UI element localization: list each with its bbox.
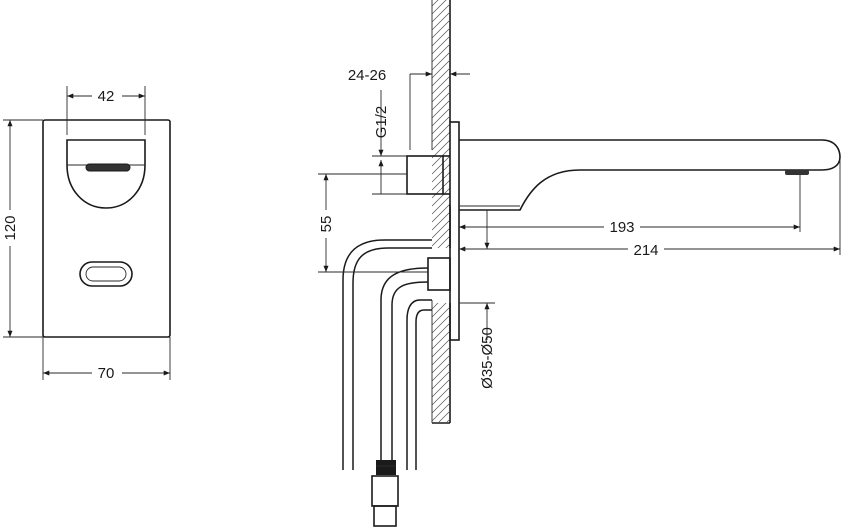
label-42: 42 bbox=[98, 88, 115, 105]
hatch-line bbox=[432, 35, 450, 55]
label-cover-diameter: Ø35-Ø50 bbox=[479, 327, 496, 389]
hatch-line bbox=[432, 147, 450, 167]
label-120: 120 bbox=[2, 215, 19, 240]
dim-spout-reach-outlet: 193 bbox=[459, 175, 801, 236]
hatch-line bbox=[432, 303, 447, 318]
hatch-line bbox=[432, 59, 450, 79]
hatch-line bbox=[432, 51, 450, 71]
hatch-line bbox=[432, 303, 439, 310]
hatch-line bbox=[432, 115, 450, 135]
front-plate bbox=[42, 119, 171, 338]
hatch-line bbox=[432, 330, 450, 350]
hatch-line bbox=[432, 123, 450, 143]
hatch-line bbox=[432, 283, 450, 301]
hatch-line bbox=[432, 306, 450, 326]
dim-front-width: 70 bbox=[42, 337, 171, 382]
dim-wall-thickness: 24-26 bbox=[348, 67, 470, 150]
hatch-line bbox=[432, 171, 450, 191]
spout bbox=[459, 139, 841, 211]
hatch-line bbox=[432, 260, 450, 278]
dim-thread: G1/2 bbox=[372, 90, 407, 195]
hatch-line bbox=[432, 338, 450, 358]
hatch-line bbox=[432, 252, 450, 270]
hatch-line bbox=[432, 195, 450, 215]
dim-front-height: 120 bbox=[2, 119, 43, 338]
hatch-line bbox=[445, 418, 450, 423]
label-214: 214 bbox=[633, 242, 658, 259]
hatch-line bbox=[437, 235, 450, 248]
hatch-line bbox=[432, 43, 450, 63]
hatch-line bbox=[432, 211, 450, 231]
dim-spout-reach-total: 214 bbox=[459, 160, 841, 259]
hatch-line bbox=[432, 3, 450, 23]
hatch-line bbox=[432, 155, 450, 175]
hatch-line bbox=[432, 67, 450, 87]
spout-opening bbox=[66, 139, 146, 209]
conduit-tube bbox=[342, 239, 432, 470]
hatch-line bbox=[432, 83, 450, 103]
hatch-line bbox=[432, 427, 450, 445]
hatch-line bbox=[432, 91, 450, 111]
hatch-line bbox=[432, 107, 450, 127]
dim-cover-diameter: Ø35-Ø50 bbox=[459, 210, 496, 389]
label-70: 70 bbox=[98, 365, 115, 382]
hatch-line bbox=[432, 370, 450, 390]
hatch-line bbox=[432, 11, 450, 31]
hatch-line bbox=[432, 99, 450, 119]
wall-section-upper bbox=[432, 0, 451, 278]
hatch-line bbox=[432, 362, 450, 382]
wall-section-lower bbox=[432, 283, 451, 453]
label-193: 193 bbox=[609, 219, 634, 236]
hatch-line bbox=[432, 346, 450, 366]
box-connector bbox=[427, 257, 451, 291]
hatch-line bbox=[432, 75, 450, 95]
label-55: 55 bbox=[318, 216, 335, 233]
hatch-line bbox=[432, 354, 450, 374]
hatch-line bbox=[432, 139, 450, 159]
hatch-line bbox=[445, 243, 450, 248]
hatch-line bbox=[432, 27, 450, 47]
flex-hose bbox=[380, 267, 429, 460]
hatch-line bbox=[432, 322, 450, 342]
dim-offset-height: 55 bbox=[318, 173, 428, 273]
hatch-line bbox=[432, 386, 450, 406]
dim-front-top-width: 42 bbox=[66, 86, 146, 135]
hatch-line bbox=[432, 187, 450, 207]
hatch-line bbox=[432, 378, 450, 398]
hatch-line bbox=[432, 179, 450, 199]
side-view: 24-26 G1/2 55 193 bbox=[318, 0, 841, 527]
hatch-line bbox=[437, 410, 450, 423]
thread-connector bbox=[406, 155, 444, 195]
front-view: 42 120 70 bbox=[2, 86, 171, 382]
hatch-line bbox=[432, 0, 439, 7]
sensor-window bbox=[79, 261, 133, 287]
hatch-line bbox=[432, 131, 450, 151]
cable-plug bbox=[371, 460, 399, 527]
hatch-line bbox=[432, 19, 450, 39]
aerator-slot bbox=[85, 163, 131, 172]
label-g1-2: G1/2 bbox=[373, 106, 390, 139]
hatch-line bbox=[432, 219, 450, 239]
hatch-line bbox=[432, 314, 450, 334]
cover-plate bbox=[449, 121, 460, 341]
hatch-line bbox=[432, 435, 450, 453]
hatch-line bbox=[432, 203, 450, 223]
hatch-line bbox=[432, 402, 450, 422]
label-24-26: 24-26 bbox=[348, 67, 386, 84]
hatch-line bbox=[432, 163, 450, 183]
hatch-line bbox=[432, 227, 450, 247]
hatch-line bbox=[432, 394, 450, 414]
hatch-line bbox=[432, 0, 447, 15]
spout-aerator bbox=[785, 170, 809, 175]
